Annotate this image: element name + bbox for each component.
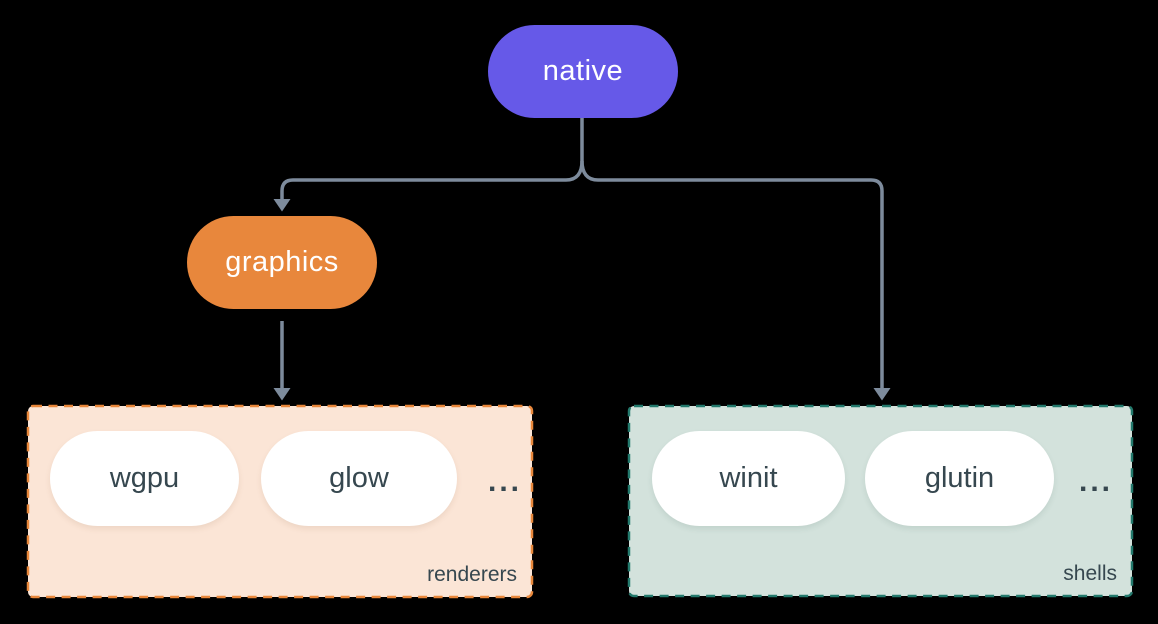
node-winit-label: winit: [719, 462, 778, 494]
shells-ellipsis: ...: [1078, 465, 1113, 498]
connector-native-to-shells: [598, 178, 884, 388]
node-graphics-label: graphics: [225, 246, 339, 278]
node-wgpu: wgpu: [50, 431, 239, 526]
arrowhead-into-renderers: [273, 388, 291, 401]
node-native-label: native: [542, 55, 624, 87]
node-glow: glow: [261, 431, 457, 526]
node-winit: winit: [652, 431, 845, 526]
group-shells: winit glutin ... shells: [628, 405, 1133, 597]
node-glutin: glutin: [865, 431, 1054, 526]
node-native: native: [488, 25, 678, 118]
connector-native-stem: [565, 118, 584, 182]
node-wgpu-label: wgpu: [109, 462, 180, 494]
connector-native-flare-right: [580, 160, 599, 182]
renderers-group-label: renderers: [427, 563, 517, 586]
node-glow-label: glow: [329, 462, 389, 494]
group-renderers: wgpu glow ... renderers: [27, 405, 533, 598]
shells-group-label: shells: [1063, 562, 1117, 585]
arrowhead-into-graphics: [273, 199, 291, 212]
connector-native-to-graphics: [280, 178, 566, 199]
node-glutin-label: glutin: [924, 462, 995, 494]
arrowhead-into-shells: [873, 388, 891, 401]
renderers-ellipsis: ...: [487, 465, 522, 498]
node-graphics: graphics: [187, 216, 377, 309]
